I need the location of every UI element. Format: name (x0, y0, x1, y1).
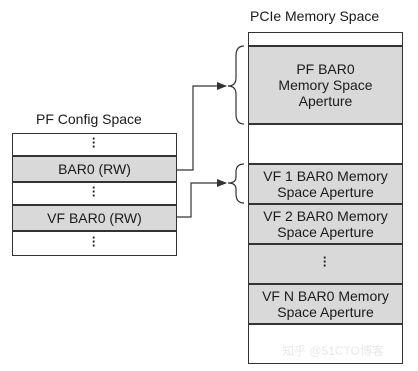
memory-ellipsis: ··· (322, 250, 328, 273)
memory-vf2-aperture: VF 2 BAR0 Memory Space Aperture (248, 204, 403, 244)
memory-pf-aperture-label: PF BAR0 Memory Space Aperture (278, 61, 373, 109)
memory-vf2-aperture-label: VF 2 BAR0 Memory Space Aperture (263, 208, 388, 240)
memory-vfn-aperture: VF N BAR0 Memory Space Aperture (248, 284, 403, 324)
memory-pf-aperture: PF BAR0 Memory Space Aperture (248, 46, 403, 124)
config-ellipsis-row-bottom (12, 231, 177, 256)
config-ellipsis-bottom: ··· (91, 230, 97, 253)
config-ellipsis-row-top (12, 133, 177, 156)
bar0-to-pf-arrow (177, 82, 227, 171)
config-ellipsis-top: ··· (91, 131, 97, 154)
config-ellipsis-mid: ··· (91, 180, 97, 203)
memory-vfn-aperture-label: VF N BAR0 Memory Space Aperture (262, 288, 389, 320)
memory-vf-ellipsis-cell (248, 244, 403, 284)
config-vf-bar0-cell: VF BAR0 (RW) (12, 205, 177, 231)
config-vf-bar0-label: VF BAR0 (RW) (47, 210, 142, 226)
pf-aperture-brace (227, 45, 245, 125)
config-ellipsis-row-mid (12, 182, 177, 205)
vf-bar0-to-vf-arrow (177, 179, 227, 218)
pf-config-space-title: PF Config Space (36, 111, 142, 127)
config-bar0-cell: BAR0 (RW) (12, 156, 177, 182)
memory-empty-gap (248, 124, 403, 164)
config-bar0-label: BAR0 (RW) (58, 161, 131, 177)
memory-vf1-aperture-label: VF 1 BAR0 Memory Space Aperture (263, 168, 388, 200)
pcie-memory-space-title: PCIe Memory Space (250, 8, 380, 24)
watermark: 知乎 @51CTO博客 (282, 344, 384, 358)
vf-aperture-brace (227, 163, 245, 204)
memory-empty-top (248, 32, 403, 46)
memory-empty-bottom (248, 324, 403, 364)
memory-vf1-aperture: VF 1 BAR0 Memory Space Aperture (248, 164, 403, 204)
